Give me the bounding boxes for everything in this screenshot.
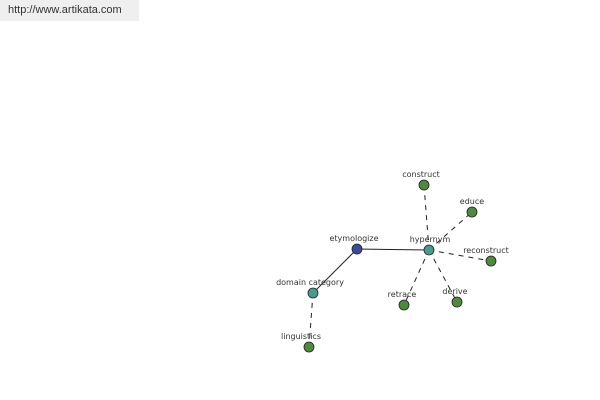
node-label-derive[interactable]: derive [442, 287, 467, 296]
node-label-hypernym[interactable]: hypernym [410, 235, 451, 244]
node-label-etymologize[interactable]: etymologize [329, 234, 378, 243]
node-hypernym[interactable] [423, 244, 435, 256]
node-educe[interactable] [466, 206, 478, 218]
edges-layer [308, 184, 492, 348]
edge-hypernym-retrace [403, 249, 430, 306]
node-derive[interactable] [451, 296, 463, 308]
node-label-reconstruct[interactable]: reconstruct [463, 246, 509, 255]
node-label-educe[interactable]: educe [460, 197, 484, 206]
edge-hypernym-educe [428, 211, 473, 251]
labels-layer: etymologize hypernym domain category constr… [276, 170, 509, 341]
site-url[interactable]: http://www.artikata.com [0, 0, 139, 21]
node-reconstruct[interactable] [485, 255, 497, 267]
node-label-construct[interactable]: construct [402, 170, 440, 179]
node-linguistics[interactable] [303, 341, 315, 353]
node-domain-category[interactable] [307, 287, 319, 299]
node-construct[interactable] [418, 179, 430, 191]
edge-hypernym-construct [423, 184, 430, 251]
nodes-layer [303, 179, 497, 353]
node-label-retrace[interactable]: retrace [388, 290, 417, 299]
node-label-domain-category[interactable]: domain category [276, 278, 344, 287]
edge-etymologize-domain_category [312, 248, 358, 294]
edge-hypernym-reconstruct [428, 249, 492, 262]
edge-etymologize-hypernym [356, 248, 430, 251]
node-label-linguistics[interactable]: linguistics [281, 332, 321, 341]
node-etymologize[interactable] [351, 243, 363, 255]
node-retrace[interactable] [398, 299, 410, 311]
